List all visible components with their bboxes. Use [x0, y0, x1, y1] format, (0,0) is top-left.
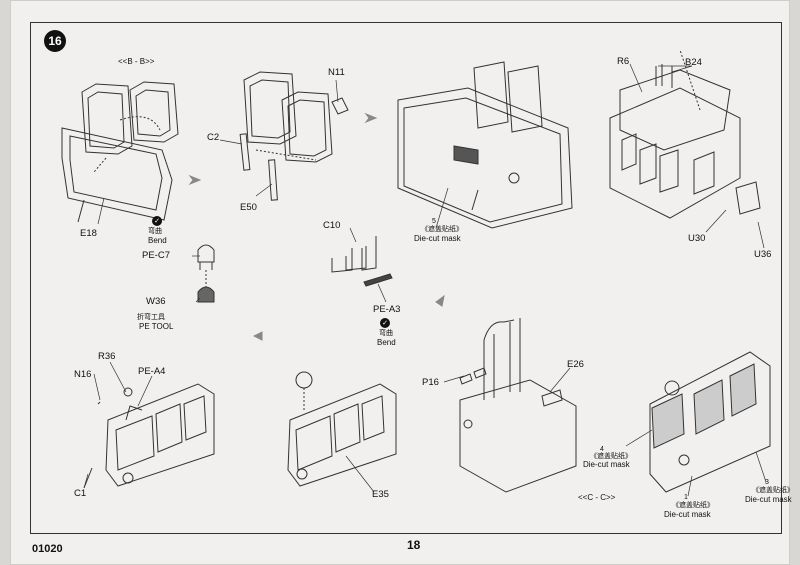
pe-c7-tool-drawing	[197, 244, 215, 303]
part-label-b24: B24	[685, 57, 702, 68]
mask-note-4-cn: 《遮盖贴纸》	[590, 453, 632, 460]
door-subassembly-drawing	[61, 81, 179, 223]
part-label-e50: E50	[240, 202, 257, 213]
mask-note-5-cn: 《遮盖贴纸》	[421, 226, 463, 233]
part-label-p16: P16	[422, 377, 439, 388]
cab-assembly-front-left	[83, 383, 215, 489]
mask-note-1-number: 1	[684, 494, 688, 501]
flow-arrow-3	[435, 294, 445, 307]
flow-arrow-2	[364, 112, 378, 124]
bend-note-cn-2: 弯曲	[379, 330, 393, 337]
part-label-n11: N11	[328, 67, 345, 78]
cab-roof-drawing	[609, 49, 761, 219]
leader-lines	[83, 63, 767, 497]
mask-note-1-en: Die-cut mask	[664, 510, 711, 519]
cab-assembly-section-cc	[649, 351, 771, 493]
cab-interior-drawing	[459, 318, 577, 493]
step-frame	[30, 22, 782, 534]
part-label-e35: E35	[372, 489, 389, 500]
mask-note-5-number: 5	[432, 218, 436, 225]
page-number: 18	[407, 538, 421, 552]
mask-note-3-number: 3	[765, 479, 769, 486]
part-label-n16: N16	[74, 369, 92, 380]
part-label-r36: R36	[98, 351, 116, 362]
mask-note-3-cn: 《遮盖贴纸》	[752, 487, 794, 494]
mask-note-4-number: 4	[600, 446, 604, 453]
bend-icon: ✓	[152, 216, 162, 226]
bend-note-en-2: Bend	[377, 338, 396, 347]
tool-note-cn: 折弯工具	[137, 314, 165, 321]
section-label-cc: <<C - C>>	[578, 493, 616, 502]
step-number-badge: 16	[44, 30, 66, 52]
part-label-pe-a3: PE-A3	[373, 304, 401, 315]
part-label-e26: E26	[567, 359, 584, 370]
part-label-pe-c7: PE-C7	[142, 250, 170, 261]
part-label-u30: U30	[688, 233, 706, 244]
cab-assembly-front-middle	[287, 371, 397, 487]
cab-side-panel-drawing	[397, 61, 573, 229]
mask-note-3-en: Die-cut mask	[745, 495, 792, 504]
part-label-pe-a4: PE-A4	[138, 366, 166, 377]
section-label-bb: <<B - B>>	[118, 57, 155, 66]
part-label-u36: U36	[754, 249, 772, 260]
part-label-w36: W36	[146, 296, 166, 307]
part-label-c1: C1	[74, 488, 87, 499]
part-label-r6: R6	[617, 56, 630, 67]
flow-arrow-4	[252, 331, 263, 341]
bend-note-en-1: Bend	[148, 236, 167, 245]
product-code: 01020	[32, 543, 63, 555]
part-label-c10: C10	[323, 220, 341, 231]
mask-note-5-en: Die-cut mask	[414, 234, 461, 243]
mask-note-1-cn: 《遮盖贴纸》	[672, 502, 714, 509]
flow-arrow-1	[188, 174, 202, 186]
part-label-e18: E18	[80, 228, 97, 239]
door-panel-drawing	[239, 71, 349, 201]
c10-bent-part-drawing	[331, 236, 393, 287]
mask-note-4-en: Die-cut mask	[583, 460, 630, 469]
part-label-c2: C2	[207, 132, 220, 143]
bend-icon: ✓	[380, 318, 390, 328]
tool-note-en: PE TOOL	[139, 322, 174, 331]
bend-note-cn-1: 弯曲	[148, 228, 162, 235]
